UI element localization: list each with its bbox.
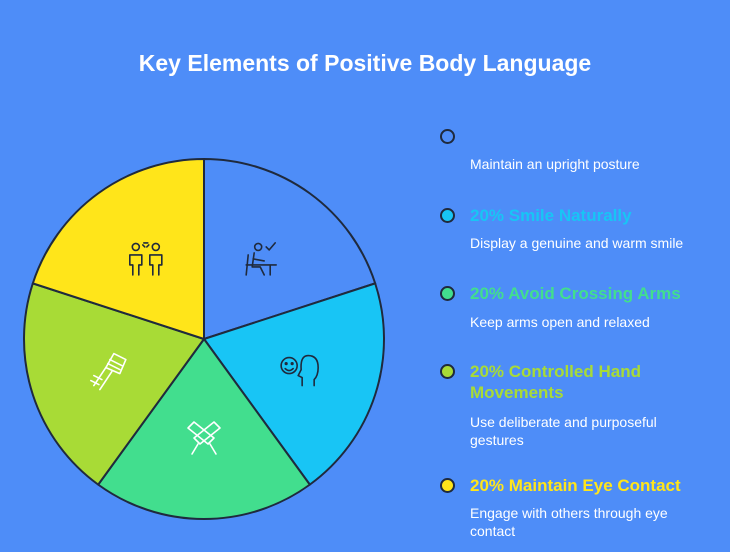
legend-dot-hands (440, 364, 455, 379)
legend-dot-smile (440, 208, 455, 223)
eye-contact-icon (129, 242, 163, 276)
pie-slice-1 (203, 282, 385, 486)
posture-icon (245, 242, 277, 276)
legend-desc-hands: Use deliberate and purposeful gestures (470, 414, 657, 448)
legend-desc-arms: Keep arms open and relaxed (470, 314, 650, 330)
legend-desc-posture: Maintain an upright posture (470, 156, 640, 172)
legend-label-eye-contact: 20% Maintain Eye Contact (470, 476, 681, 495)
legend-desc-smile: Display a genuine and warm smile (470, 235, 684, 251)
legend-label-smile: 20% Smile Naturally (470, 206, 632, 225)
hand-movement-icon (90, 352, 127, 391)
pie-slice-2 (97, 338, 311, 520)
legend-label-hands: 20% Controlled Hand Movements (470, 362, 641, 402)
legend-dot-posture (440, 129, 455, 144)
pie-slice-3 (23, 282, 205, 486)
legend-dot-arms (440, 286, 455, 301)
legend-desc-eye-contact: Engage with others through eye contact (470, 505, 668, 539)
pie-slice-4 (31, 158, 205, 340)
smile-icon (280, 354, 319, 387)
pie-slice-0 (203, 158, 377, 340)
crossed-arms-icon (187, 421, 221, 455)
chart-title: Key Elements of Positive Body Language (138, 50, 592, 76)
legend-dot-eye-contact (440, 478, 455, 493)
legend-label-arms: 20% Avoid Crossing Arms (470, 284, 681, 303)
